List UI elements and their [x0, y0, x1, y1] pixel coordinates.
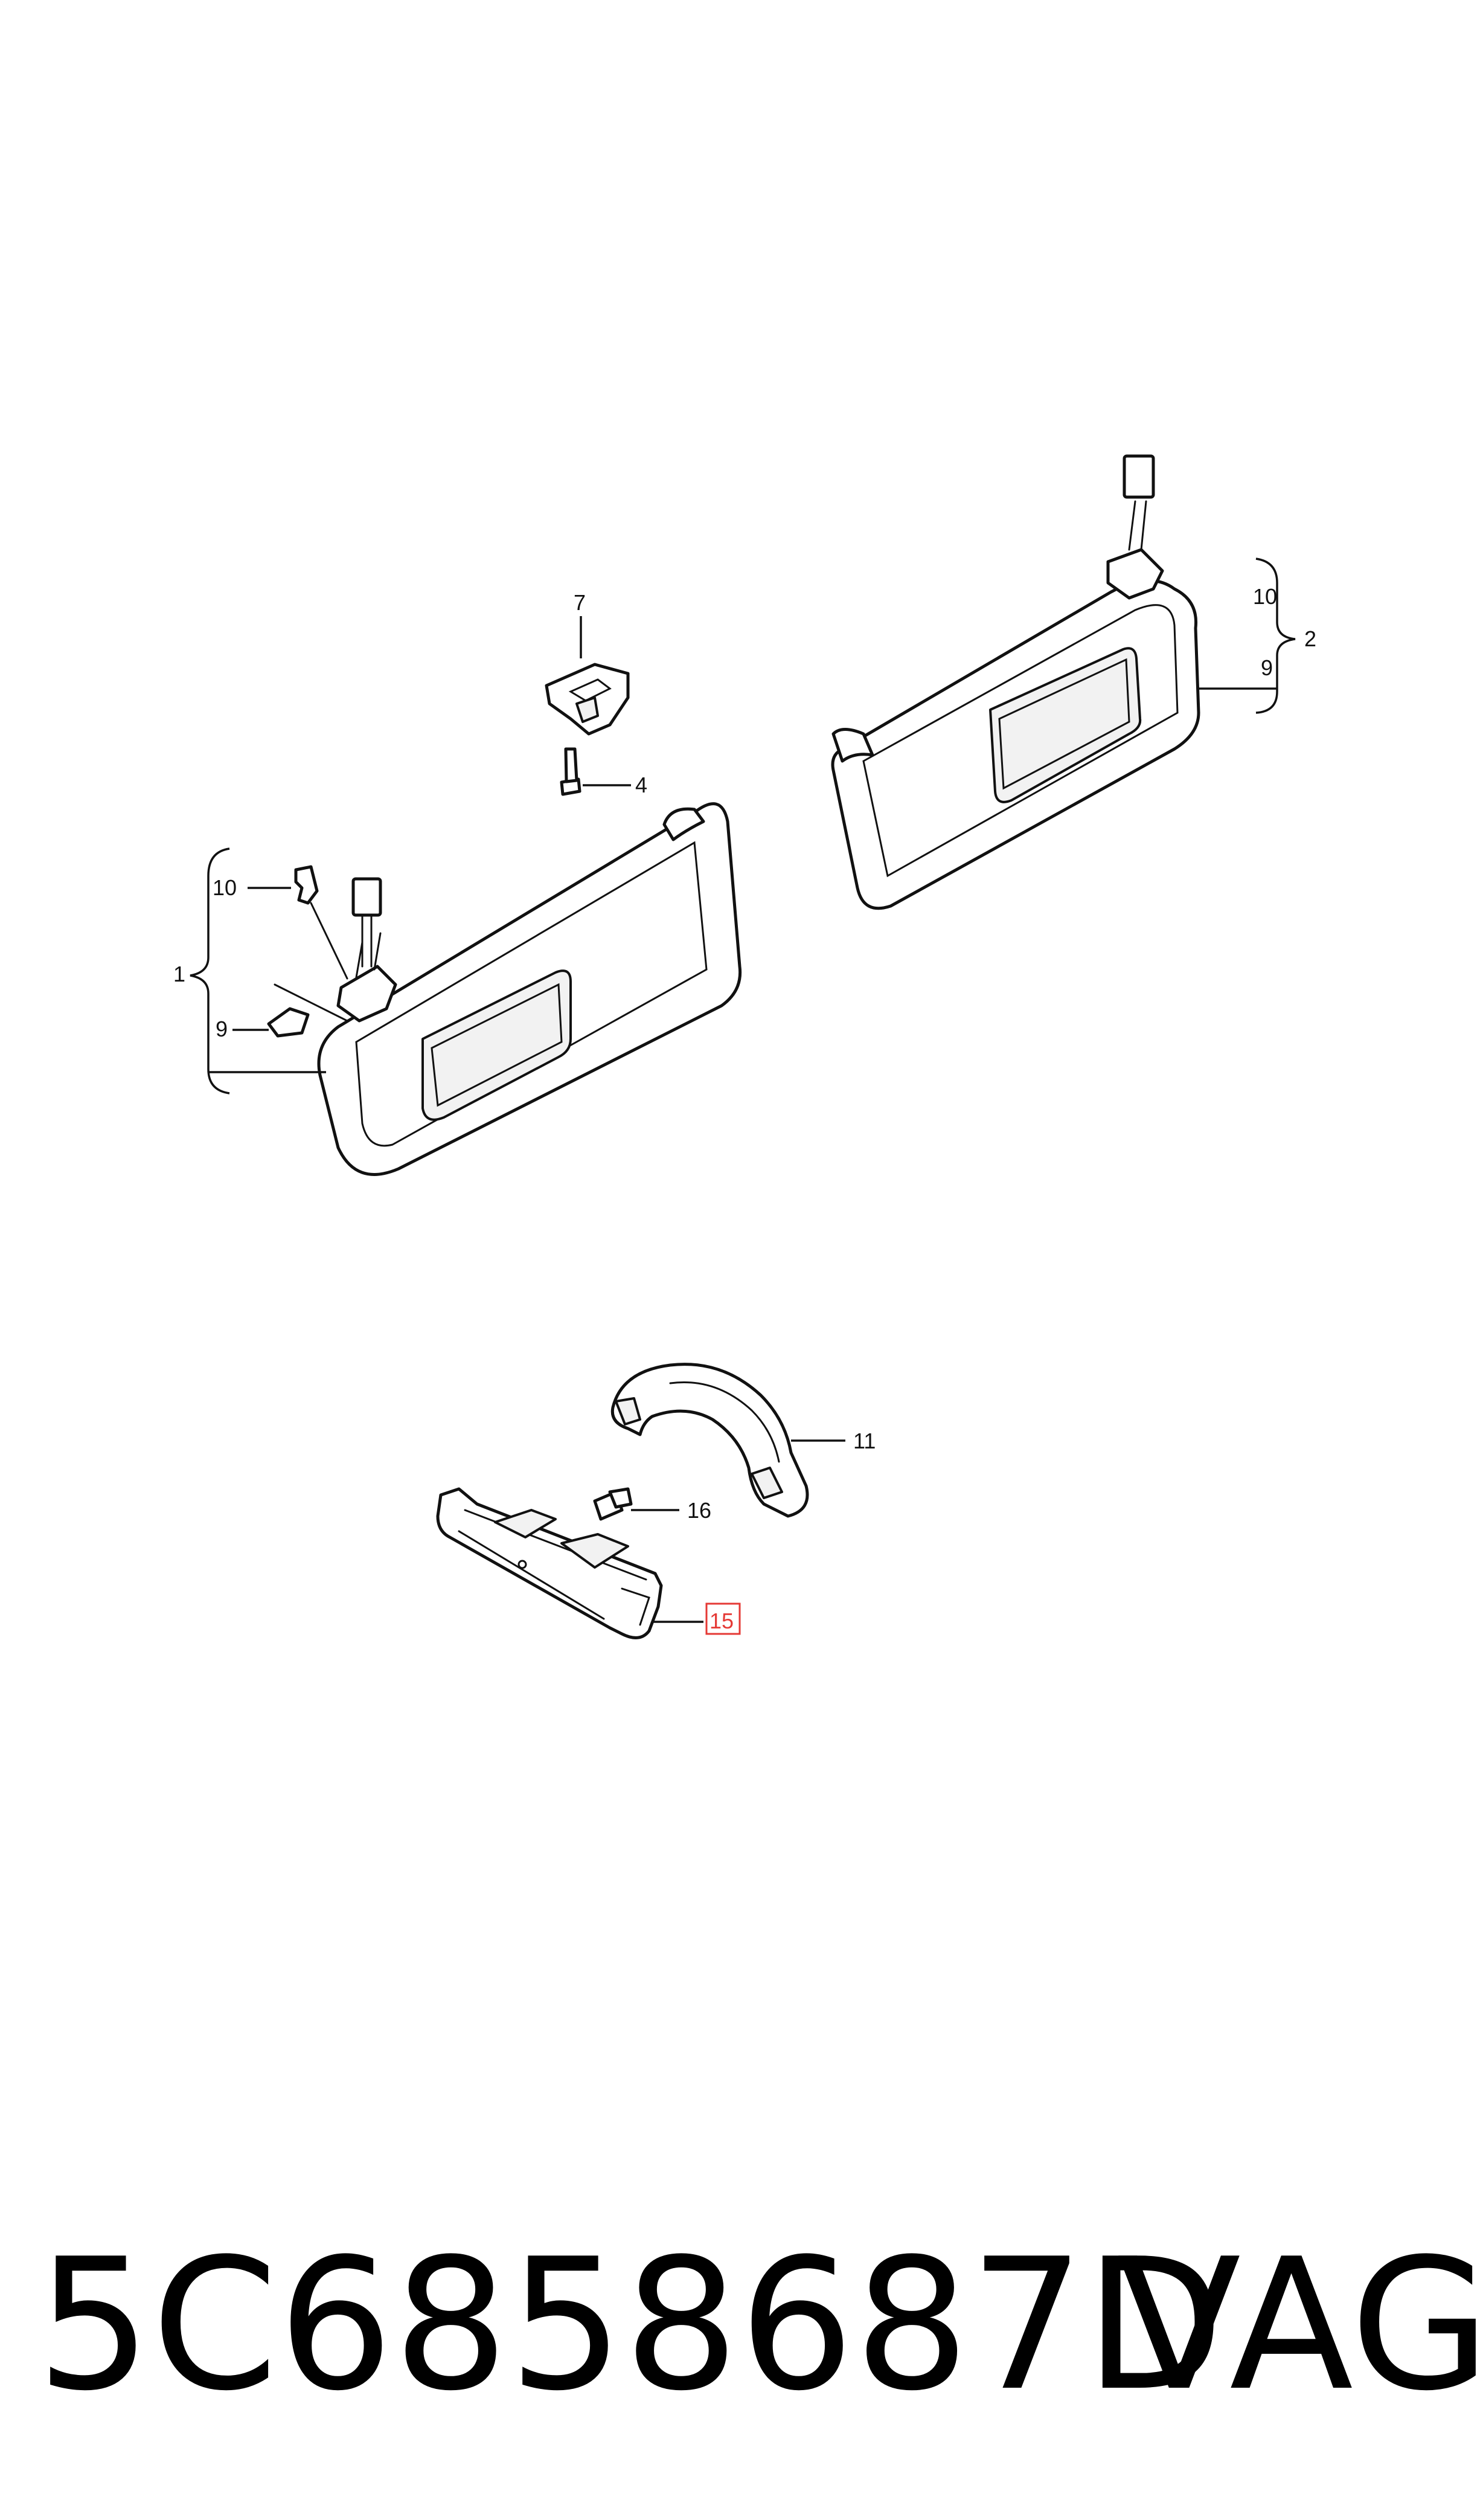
- callout-15: 15: [709, 1609, 734, 1633]
- callout-11: 11: [853, 1429, 876, 1453]
- callout-16: 16: [687, 1498, 711, 1523]
- screw-4: [560, 747, 581, 796]
- callout-10-right: 10: [1253, 584, 1277, 609]
- callout-10-left: 10: [213, 875, 237, 900]
- callout-7: 7: [574, 590, 586, 615]
- bracket-1: [190, 847, 230, 1094]
- clip-10-left: [294, 865, 319, 905]
- visor-mount-right: [1106, 454, 1164, 600]
- sun-visor-left: [317, 802, 742, 1176]
- grab-handle-11: [610, 1363, 809, 1518]
- sun-visor-right: [831, 579, 1200, 910]
- part-number-footer: 5C6858687D VAG: [36, 2220, 1483, 2431]
- bracket-7: [545, 663, 630, 736]
- brand-name: VAG: [1117, 2220, 1483, 2431]
- callout-9-left: 9: [216, 1017, 228, 1041]
- callout-15-highlight: 15: [705, 1602, 741, 1635]
- callout-4: 4: [635, 773, 647, 797]
- screw-16: [593, 1487, 633, 1521]
- bracket-2: [1255, 558, 1296, 714]
- part-number: 5C6858687D: [36, 2220, 1225, 2431]
- visor-mount-left: [336, 877, 397, 1023]
- mount-bracket-15: [436, 1487, 663, 1639]
- callout-2: 2: [1304, 626, 1316, 651]
- callout-9-right: 9: [1261, 655, 1273, 680]
- callout-1: 1: [173, 962, 185, 986]
- clip-9-left: [267, 1007, 310, 1038]
